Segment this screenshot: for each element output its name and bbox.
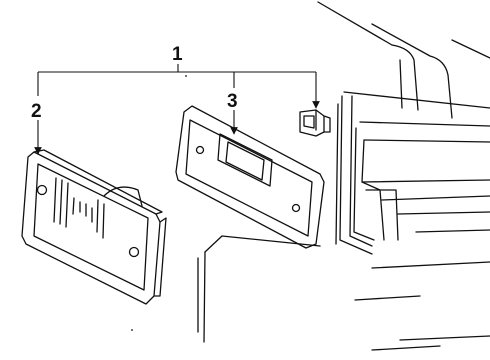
callout-2: 2 <box>31 101 42 122</box>
speck <box>131 329 133 331</box>
leader-lines <box>34 64 320 155</box>
vehicle-body <box>197 1 490 351</box>
part-3-gasket <box>175 105 325 249</box>
part-1-clip <box>299 109 331 137</box>
callout-1: 1 <box>172 44 183 65</box>
part-2-marker-lens <box>21 149 167 305</box>
callout-3: 3 <box>227 91 238 112</box>
speck <box>185 75 187 77</box>
